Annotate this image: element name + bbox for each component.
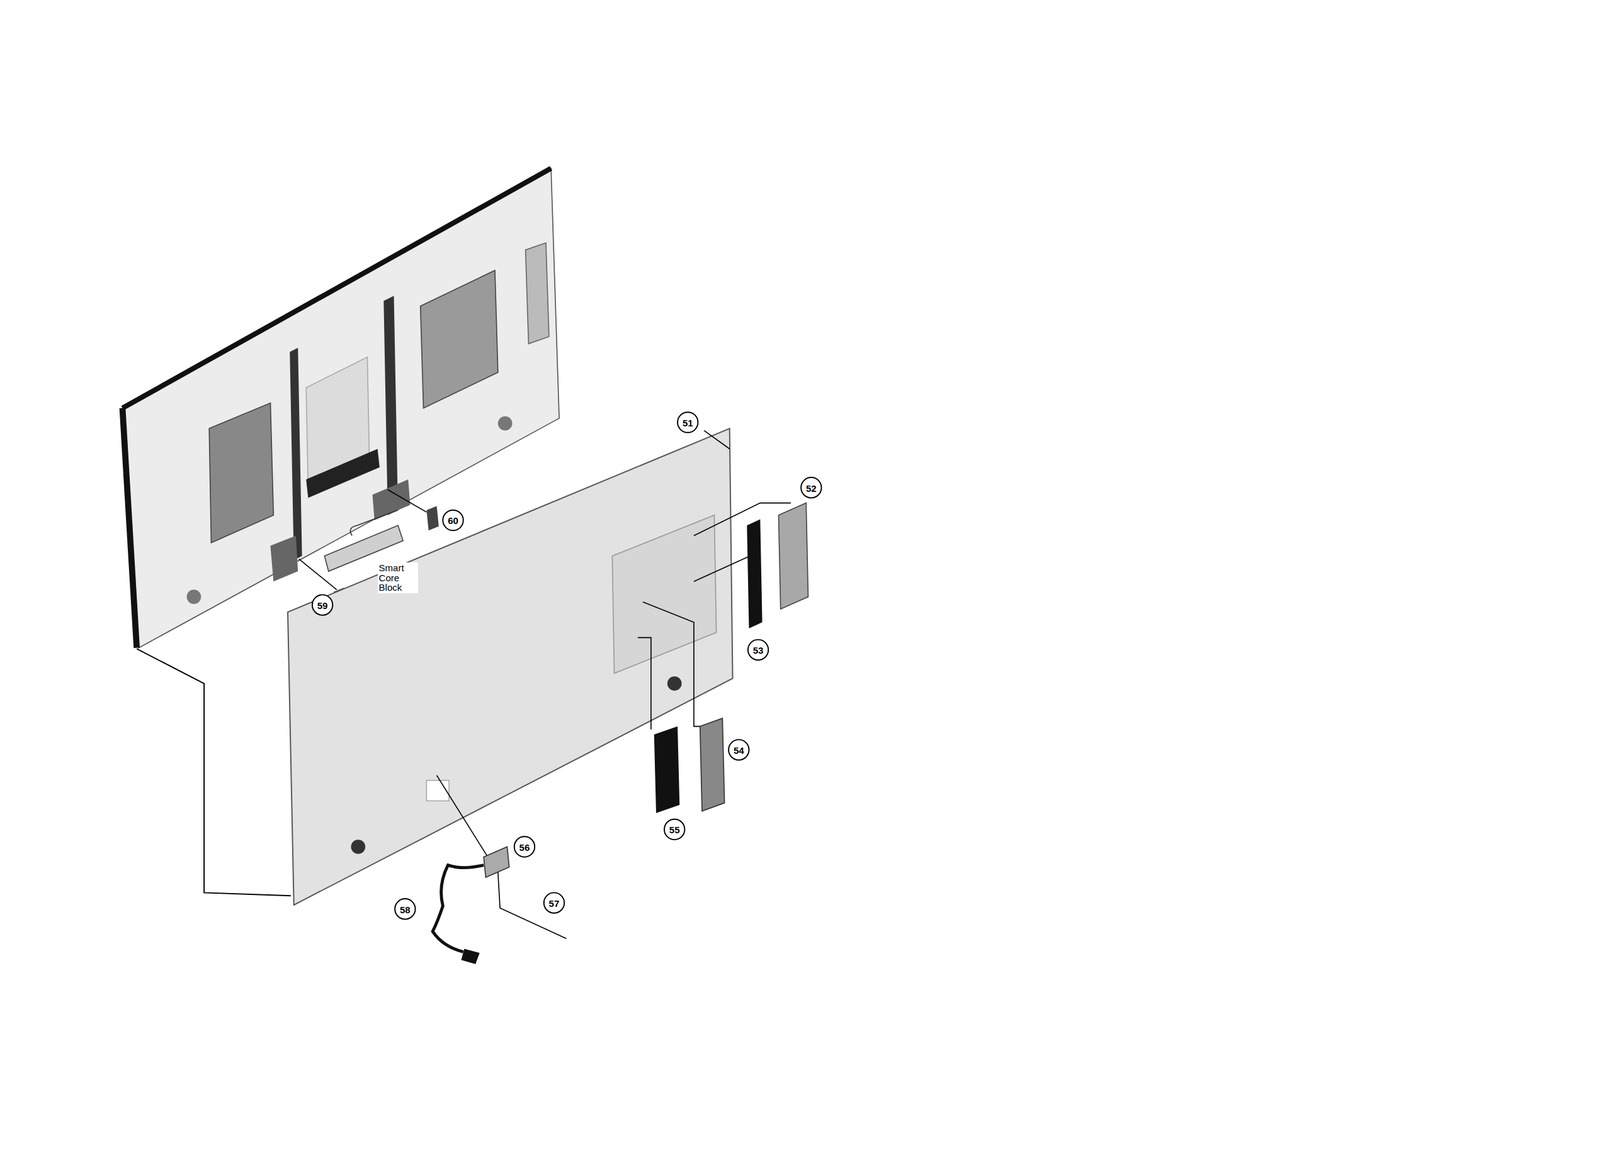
callout-number: 59: [317, 600, 329, 610]
callout-number: 58: [399, 904, 411, 914]
callout-number: 53: [753, 645, 764, 655]
callout-number: 60: [447, 515, 459, 526]
callout-number: 54: [733, 745, 745, 755]
callout-number: 56: [519, 842, 531, 852]
part-name: Smart Core Block: [377, 562, 419, 594]
callout-number: 51: [682, 417, 694, 427]
callout-number: 55: [669, 824, 681, 835]
callout-number: 57: [549, 898, 560, 908]
callout-number: 52: [805, 482, 817, 493]
